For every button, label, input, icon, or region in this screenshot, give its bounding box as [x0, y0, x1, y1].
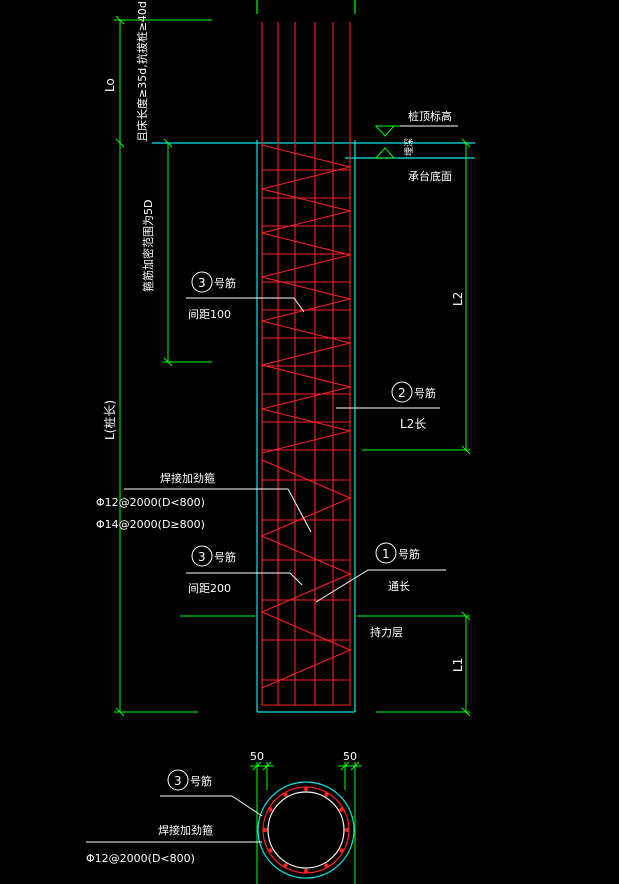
pile-cross-section: 50 50 3 号筋 焊接加劲箍 Φ12@2000(D<800) — [86, 750, 362, 884]
weld-stiffener-label: 焊接加劲箍 — [160, 471, 215, 485]
section-bar — [324, 863, 329, 868]
section-longitudinal-bars — [262, 786, 350, 874]
cover-right-label: 50 — [343, 750, 357, 763]
section-leader-lines — [86, 795, 263, 843]
rebar-3-mid-callout: 3 号筋 — [191, 545, 236, 567]
section-rebar-3-callout: 3 号筋 — [167, 769, 212, 791]
rebar-2-number: 2 — [398, 386, 406, 400]
section-bar — [324, 792, 329, 797]
rebar-3-mid-number: 3 — [198, 550, 206, 564]
cap-bottom-label: 承台底面 — [408, 169, 452, 183]
section-spec-label: Φ12@2000(D<800) — [86, 852, 195, 865]
spacing-200-label: 间距200 — [188, 582, 231, 595]
section-bar — [283, 863, 288, 868]
leader-lines — [124, 125, 458, 603]
section-bar — [339, 848, 344, 853]
l2-long-label: L2长 — [400, 417, 426, 431]
phi12-spec-label: Φ12@2000(D<800) — [96, 496, 205, 509]
dimension-lines — [114, 15, 471, 717]
rebar-1-suffix: 号筋 — [398, 547, 420, 561]
rebar-3-top-suffix: 号筋 — [214, 276, 236, 290]
section-bar — [283, 792, 288, 797]
rebar-3-mid-suffix: 号筋 — [214, 550, 236, 564]
column-above-cap — [256, 0, 356, 14]
section-bar — [268, 807, 273, 812]
rebar-1-callout: 1 号筋 — [375, 542, 420, 564]
embed-label: 埋深 — [404, 138, 415, 156]
text-labels: Lo 且床长度≥35d,抗拔桩≥40d 桩顶标高 埋深 承台底面 箍筋加密范围为… — [96, 1, 465, 672]
section-bar — [344, 827, 350, 833]
section-rebar-3-number: 3 — [174, 774, 182, 788]
section-bar — [339, 807, 344, 812]
rebar-2-suffix: 号筋 — [414, 386, 436, 400]
pile-length-label: L(桩长) — [102, 400, 117, 440]
section-bar — [268, 848, 273, 853]
pile-outline — [152, 140, 475, 713]
lo-label: Lo — [103, 78, 117, 92]
rebar-1-number: 1 — [382, 547, 390, 561]
cover-left-label: 50 — [250, 750, 264, 763]
section-rebar-3-suffix: 号筋 — [190, 774, 212, 788]
section-weld-stiffener-label: 焊接加劲箍 — [158, 823, 213, 837]
full-length-label: 通长 — [388, 580, 410, 593]
section-pile-outline — [257, 781, 355, 879]
pile-top-elevation-label: 桩顶标高 — [408, 109, 452, 123]
rebar-3-top-callout: 3 号筋 — [191, 271, 236, 293]
l2-label: L2 — [451, 292, 465, 306]
section-bar — [262, 827, 268, 833]
longitudinal-rebars — [261, 22, 351, 706]
section-bar — [303, 786, 309, 792]
rebar-2-callout: 2 号筋 — [391, 381, 436, 403]
anchorage-label: 且床长度≥35d,抗拔桩≥40d — [135, 1, 149, 142]
section-stiffener-ring — [267, 791, 345, 869]
rebar-3-top-number: 3 — [198, 276, 206, 290]
section-bar — [303, 868, 309, 874]
l1-label: L1 — [451, 658, 465, 672]
stirrup-dense-zone-label: 箍筋加密范围为5D — [141, 200, 155, 292]
phi14-spec-label: Φ14@2000(D≥800) — [96, 518, 205, 531]
bearing-layer-label: 持力层 — [370, 625, 403, 639]
spiral-stirrups — [260, 144, 352, 689]
section-dimension-lines — [250, 761, 362, 884]
spacing-100-label: 间距100 — [188, 308, 231, 321]
section-spiral — [262, 786, 350, 874]
